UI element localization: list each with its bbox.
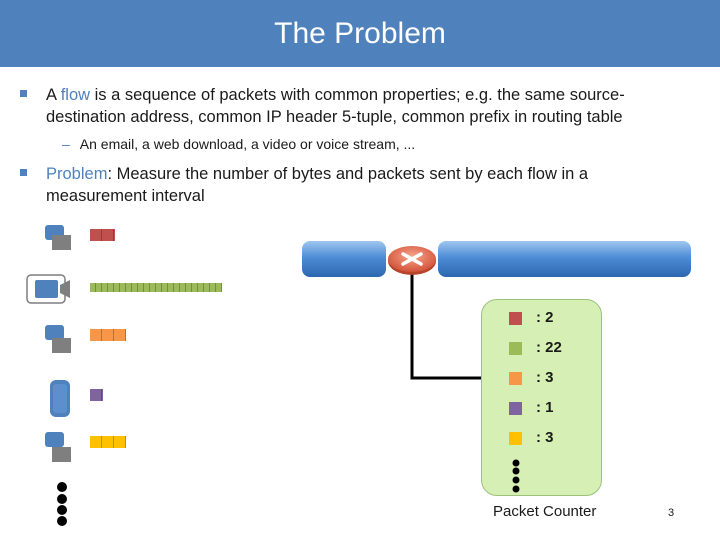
packet-counter-label: Packet Counter [493, 503, 597, 520]
flow-color-swatch [509, 402, 522, 415]
counter-row: : 1 [509, 399, 589, 416]
network-pipe [302, 241, 691, 277]
title-bar [0, 0, 720, 67]
flow-term: flow [60, 86, 91, 104]
counter-row: : 2 [509, 309, 589, 326]
counter-connector-line [410, 272, 489, 380]
counter-value: : 3 [536, 369, 554, 386]
bullet-text: A [46, 86, 61, 104]
bullet-marker [20, 169, 27, 176]
flow-color-swatch [509, 432, 522, 445]
sub-bullet-dash: – [62, 136, 70, 152]
bullet-flow-definition: A flow is a sequence of packets with com… [20, 84, 706, 128]
counter-value: : 2 [536, 309, 554, 326]
flow-color-swatch [509, 312, 522, 325]
packet-counter-box [481, 299, 602, 496]
packet-bar [90, 229, 115, 241]
bullet-line: A flow is a sequence of packets with com… [46, 84, 706, 106]
bullet-problem: Problem: Measure the number of bytes and… [20, 163, 706, 207]
sub-bullet-examples: –An email, a web download, a video or vo… [62, 134, 415, 154]
flow-color-swatch [509, 342, 522, 355]
flow-color-swatch [509, 372, 522, 385]
router-icon [388, 246, 436, 275]
packet-bar [90, 436, 126, 448]
bullet-text: is a sequence of packets with common pro… [90, 86, 625, 104]
packet-bar [90, 389, 103, 401]
bullet-text: : Measure the number of bytes and packet… [107, 165, 589, 183]
counter-row: : 3 [509, 369, 589, 386]
counter-row: : 22 [509, 339, 589, 356]
email-icon [45, 225, 71, 250]
email-icon [45, 325, 71, 353]
more-flows-ellipsis-icon [57, 482, 67, 526]
packet-bar [90, 283, 222, 292]
counter-row: : 3 [509, 429, 589, 446]
phone-icon [50, 380, 70, 417]
bullet-line: measurement interval [46, 187, 205, 205]
problem-term: Problem [46, 165, 108, 183]
counter-value: : 1 [536, 399, 554, 416]
bullet-line: Problem: Measure the number of bytes and… [46, 163, 706, 185]
counter-value: : 22 [536, 339, 562, 356]
packet-bar [90, 329, 126, 341]
sub-bullet-text: An email, a web download, a video or voi… [79, 136, 416, 152]
video-camera-icon [26, 274, 70, 304]
email-icon [45, 432, 71, 462]
page-number: 3 [668, 507, 675, 519]
counter-value: : 3 [536, 429, 554, 446]
bullet-line: destination address, common IP header 5-… [46, 108, 623, 126]
slide-title: The Problem [274, 17, 446, 50]
bullet-marker [20, 90, 27, 97]
